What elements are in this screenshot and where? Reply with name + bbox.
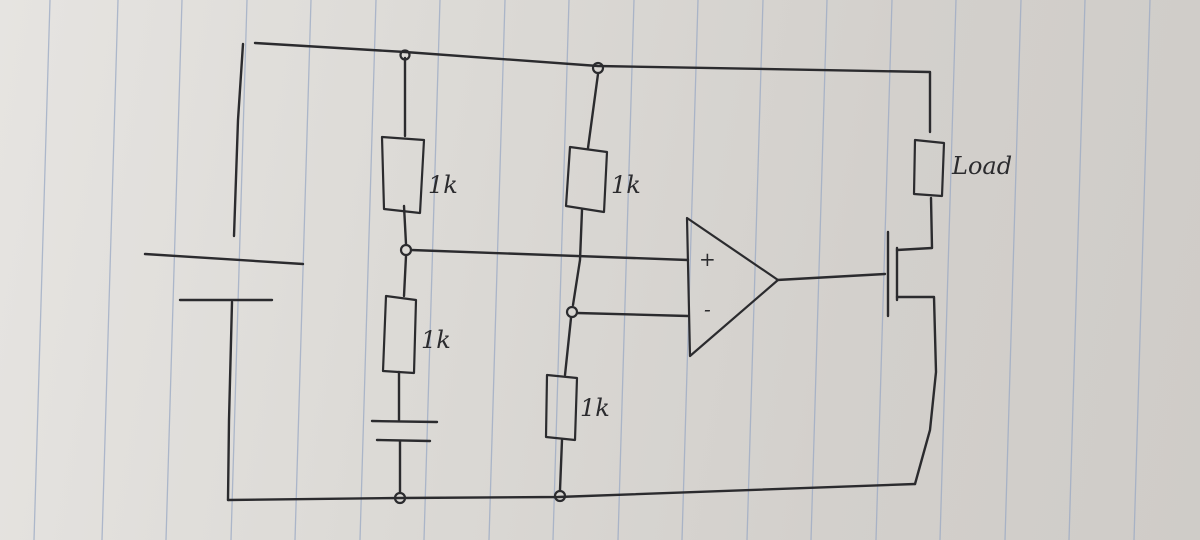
node-left-mid <box>399 243 413 257</box>
opamp-plus-label: + <box>699 247 716 271</box>
opamp-minus-label: - <box>704 297 711 321</box>
node-bottom-right <box>553 489 567 503</box>
resistor-bottom-left-label: 1k <box>421 326 451 354</box>
transistor-source-wire <box>895 295 938 486</box>
top-rail-wire <box>253 41 932 134</box>
resistor-bottom-left-body <box>381 294 418 375</box>
resistor-bottom-right-body <box>544 373 579 442</box>
node-right-mid <box>565 305 579 319</box>
wire-to-noninverting-input <box>409 248 690 262</box>
wire-r4-to-bottom-node <box>558 438 564 492</box>
opamp-triangle <box>685 216 780 358</box>
load-label: Load <box>951 152 1012 180</box>
wire-r1-to-mid-node <box>402 204 408 246</box>
node-bottom-left <box>393 491 407 505</box>
battery-minus-wire <box>226 300 234 502</box>
transistor-drain-wire <box>895 196 934 252</box>
resistor-top-left-label: 1k <box>428 171 458 199</box>
wire-r3-to-mid-node <box>571 208 584 307</box>
capacitor-plate-top <box>370 419 439 424</box>
wire-opamp-to-gate <box>775 272 887 282</box>
load-body <box>912 138 946 198</box>
battery-plus-wire <box>232 42 245 238</box>
resistor-top-left-body <box>380 135 426 215</box>
capacitor-plate-bottom <box>375 438 432 443</box>
wire-top-right-to-r3 <box>586 72 600 150</box>
resistor-top-right-body <box>564 145 609 214</box>
node-top-right <box>591 61 605 75</box>
battery-long-plate <box>143 252 305 266</box>
wire-mid-node-to-r2 <box>402 254 408 298</box>
wire-to-inverting-input <box>575 311 690 318</box>
bottom-rail-wire <box>226 482 917 502</box>
resistor-bottom-right-label: 1k <box>580 394 610 422</box>
resistor-top-right-label: 1k <box>611 171 641 199</box>
wire-mid-node-to-r4 <box>563 316 573 377</box>
